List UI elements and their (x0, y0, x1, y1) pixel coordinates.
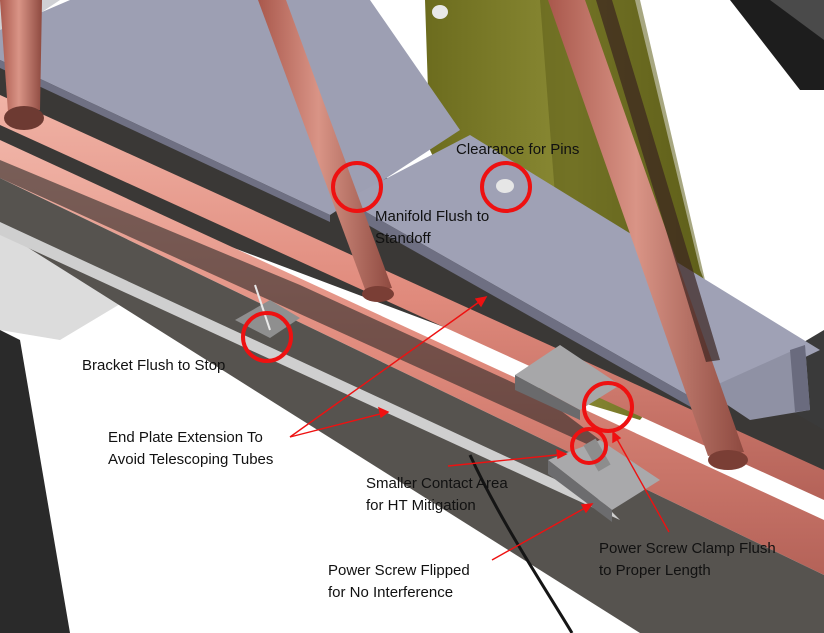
callout-circle-bracket (241, 311, 293, 363)
pin-2 (258, 0, 392, 292)
label-power-screw-clamp-flush: Power Screw Clamp Flush to Proper Length (599, 538, 776, 582)
label-smaller-contact-area: Smaller Contact Area for HT Mitigation (366, 473, 508, 517)
leader-end-plate-2 (289, 411, 389, 438)
copper-tube-upper (0, 95, 824, 500)
power-screw (583, 438, 611, 472)
label-manifold-flush-to-standoff: Manifold Flush to Standoff (375, 206, 489, 250)
clamp-upper (515, 345, 620, 410)
label-line: Standoff (375, 230, 431, 247)
label-line: to Proper Length (599, 562, 711, 579)
bracket-block (235, 300, 300, 338)
label-line: Clearance for Pins (456, 141, 580, 158)
frame-bottom-left (0, 330, 70, 633)
label-bracket-flush-to-stop: Bracket Flush to Stop (82, 355, 225, 377)
label-clearance-for-pins: Clearance for Pins (456, 139, 579, 161)
callout-circle-contact (570, 427, 608, 465)
block-hole-top (432, 5, 448, 19)
label-line: End Plate Extension To (108, 429, 263, 446)
callout-circle-clearance (480, 161, 532, 213)
end-plate-edge (0, 222, 620, 520)
label-line: for No Interference (328, 584, 454, 601)
label-end-plate-extension: End Plate Extension To Avoid Telescoping… (108, 427, 273, 471)
label-line: Smaller Contact Area (366, 475, 508, 492)
angle-bracket (705, 345, 810, 420)
label-line: Bracket Flush to Stop (82, 357, 226, 374)
leader-power-screw-flipped (491, 503, 593, 561)
label-line: Avoid Telescoping Tubes (108, 451, 274, 468)
label-line: Power Screw Flipped (328, 562, 470, 579)
callout-circle-manifold (331, 161, 383, 213)
pin-hole (496, 179, 514, 193)
leader-end-plate-1 (289, 296, 487, 438)
callout-circle-clamp (582, 381, 634, 433)
power-cable (468, 454, 574, 633)
channel-lower (0, 178, 824, 633)
leader-clamp-flush (612, 431, 670, 533)
label-power-screw-flipped: Power Screw Flipped for No Interference (328, 560, 470, 604)
pin-3 (548, 0, 744, 456)
leader-contact-area (447, 453, 567, 467)
pin-1 (0, 0, 42, 112)
label-line: Manifold Flush to (375, 208, 490, 225)
label-line: Power Screw Clamp Flush (599, 540, 776, 557)
label-line: for HT Mitigation (366, 497, 476, 514)
